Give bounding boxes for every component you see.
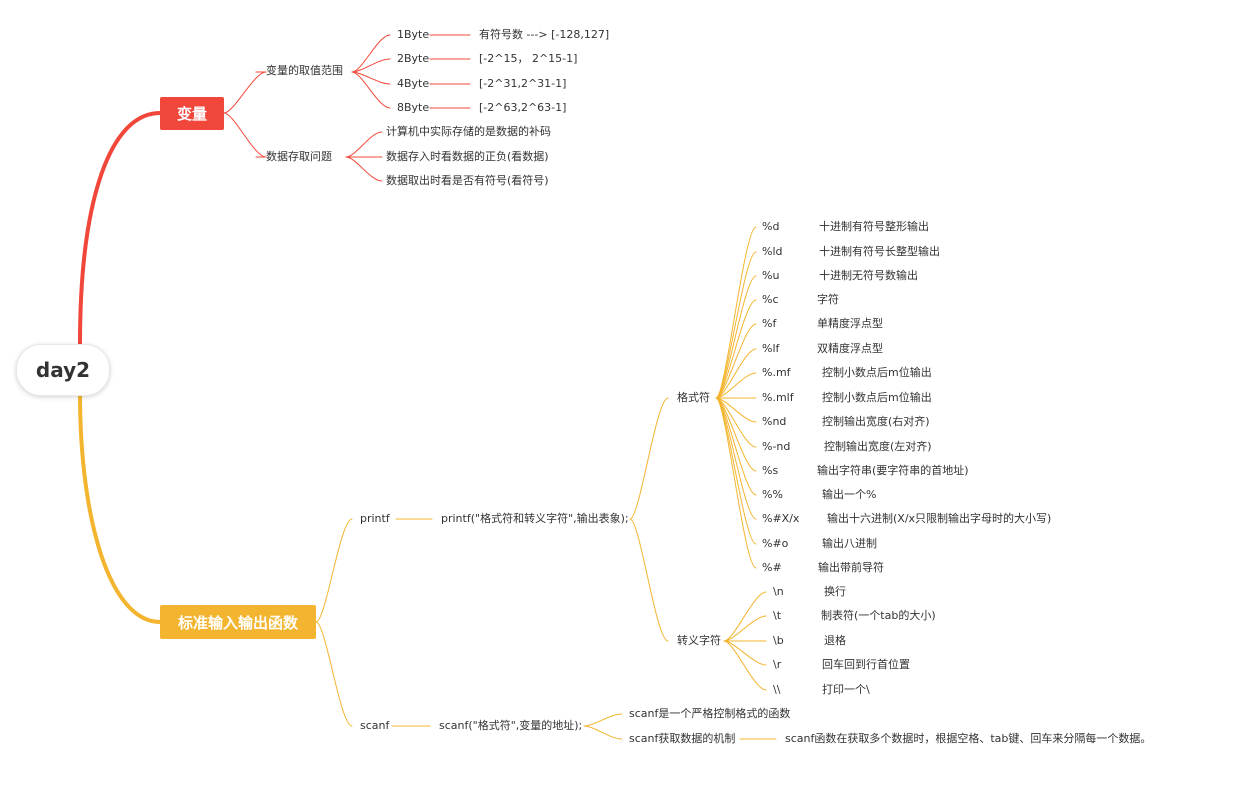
connector-data-storage [345, 131, 383, 158]
format-key[interactable]: %u [762, 269, 780, 282]
connector-scanf [583, 713, 623, 727]
format-desc[interactable]: 输出带前导符 [818, 561, 884, 574]
connector-escape [723, 615, 767, 642]
connector-value-range [351, 71, 391, 109]
escape-key[interactable]: \t [773, 609, 782, 622]
format-desc[interactable]: 输出十六进制(X/x只限制输出字母时的大小写) [827, 512, 1052, 525]
scanf-mechanism[interactable]: scanf获取数据的机制 [629, 732, 736, 745]
format-key[interactable]: %ld [762, 245, 783, 258]
format-desc[interactable]: 控制输出宽度(右对齐) [822, 415, 930, 428]
format-key[interactable]: %.mf [762, 366, 791, 379]
format-desc[interactable]: 输出八进制 [822, 537, 877, 550]
connector-printf [629, 518, 669, 642]
format-key[interactable]: %#o [762, 537, 789, 550]
connector-format [715, 348, 757, 399]
format-key[interactable]: %f [762, 317, 777, 330]
range-key[interactable]: 8Byte [397, 101, 430, 114]
escape-desc[interactable]: 换行 [824, 585, 846, 598]
connector-root-variables [78, 111, 162, 346]
escape-key[interactable]: \\ [773, 683, 781, 696]
connector-value-range [351, 71, 391, 85]
connector-root-io [78, 392, 162, 624]
scanf-note[interactable]: scanf是一个严格控制格式的函数 [629, 707, 791, 720]
connector-value-range [351, 58, 391, 73]
connector-variables [223, 71, 267, 114]
format-key[interactable]: %% [762, 488, 783, 501]
topic-data-storage[interactable]: 数据存取问题 [266, 150, 332, 163]
connector-data-storage [345, 156, 383, 182]
format-desc[interactable]: 双精度浮点型 [817, 342, 883, 355]
escape-desc[interactable]: 制表符(一个tab的大小) [821, 609, 936, 622]
connector-printf [629, 397, 669, 520]
topic-scanf[interactable]: scanf [360, 719, 390, 732]
connector-escape [723, 640, 767, 691]
format-key[interactable]: %#X/x [762, 512, 800, 525]
branch-io-functions[interactable]: 标准输入输出函数 [160, 605, 316, 639]
escape-desc[interactable]: 退格 [824, 634, 846, 647]
connector-value-range [351, 34, 391, 73]
storage-item[interactable]: 数据取出时看是否有符号(看符号) [386, 174, 549, 187]
format-key[interactable]: %c [762, 293, 779, 306]
format-key[interactable]: %.mlf [762, 391, 794, 404]
range-key[interactable]: 2Byte [397, 52, 430, 65]
escape-key[interactable]: \n [773, 585, 784, 598]
range-key[interactable]: 1Byte [397, 28, 430, 41]
escape-key[interactable]: \b [773, 634, 784, 647]
range-value[interactable]: [-2^31,2^31-1] [479, 77, 567, 90]
format-desc[interactable]: 十进制有符号整形输出 [819, 220, 929, 233]
format-desc[interactable]: 输出一个% [822, 488, 877, 501]
range-value[interactable]: [-2^15， 2^15-1] [479, 52, 578, 65]
connector-escape [723, 591, 767, 642]
connector-io [315, 621, 353, 727]
escape-desc[interactable]: 回车回到行首位置 [822, 658, 910, 671]
connector-format [715, 251, 757, 399]
connector-format [715, 299, 757, 399]
range-value[interactable]: [-2^63,2^63-1] [479, 101, 567, 114]
printf-syntax[interactable]: printf("格式符和转义字符",输出表象); [441, 512, 629, 525]
format-key[interactable]: %d [762, 220, 780, 233]
format-desc[interactable]: 字符 [817, 293, 839, 306]
connector-format [715, 372, 757, 399]
format-desc[interactable]: 控制小数点后m位输出 [822, 366, 932, 379]
format-desc[interactable]: 控制输出宽度(左对齐) [824, 440, 932, 453]
format-desc[interactable]: 十进制无符号数输出 [819, 269, 918, 282]
scanf-syntax[interactable]: scanf("格式符",变量的地址); [439, 719, 583, 732]
format-desc[interactable]: 输出字符串(要字符串的首地址) [817, 464, 969, 477]
connector-variables [223, 112, 267, 158]
scanf-mechanism-desc[interactable]: scanf函数在获取多个数据时，根据空格、tab键、回车来分隔每一个数据。 [785, 732, 1152, 745]
format-key[interactable]: %-nd [762, 440, 791, 453]
escape-desc[interactable]: 打印一个\ [822, 683, 870, 696]
topic-escape-chars[interactable]: 转义字符 [677, 634, 721, 647]
format-key[interactable]: %# [762, 561, 782, 574]
connector-format [715, 397, 757, 569]
root-node[interactable]: day2 [16, 344, 110, 396]
connector-io [315, 518, 353, 623]
topic-value-range[interactable]: 变量的取值范围 [266, 64, 343, 77]
storage-item[interactable]: 数据存入时看数据的正负(看数据) [386, 150, 549, 163]
connector-format [715, 397, 757, 520]
connector-scanf [583, 725, 623, 740]
connector-format [715, 275, 757, 399]
range-key[interactable]: 4Byte [397, 77, 430, 90]
format-desc[interactable]: 单精度浮点型 [817, 317, 883, 330]
format-desc[interactable]: 控制小数点后m位输出 [822, 391, 932, 404]
format-desc[interactable]: 十进制有符号长整型输出 [819, 245, 940, 258]
format-key[interactable]: %nd [762, 415, 787, 428]
branch-variables[interactable]: 变量 [160, 97, 224, 130]
storage-item[interactable]: 计算机中实际存储的是数据的补码 [386, 125, 551, 138]
format-key[interactable]: %s [762, 464, 779, 477]
format-key[interactable]: %lf [762, 342, 780, 355]
connector-format [715, 323, 757, 399]
escape-key[interactable]: \r [773, 658, 782, 671]
topic-format-specifiers[interactable]: 格式符 [677, 391, 710, 404]
topic-printf[interactable]: printf [360, 512, 390, 525]
range-value[interactable]: 有符号数 ---> [-128,127] [479, 28, 610, 41]
